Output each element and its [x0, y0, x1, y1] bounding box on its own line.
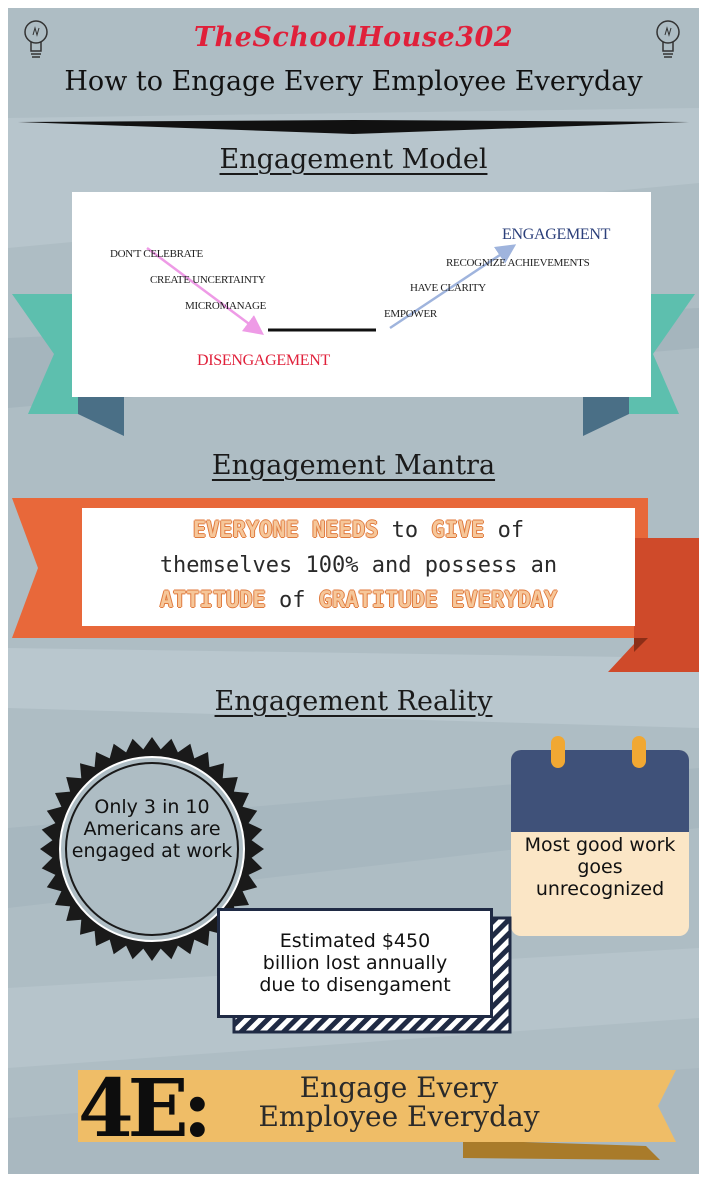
seal-fact-line: engaged at work — [71, 840, 233, 862]
model-state-engagement: ENGAGEMENT — [502, 226, 611, 243]
footer-tagline-line-1: Engage Every — [299, 1071, 499, 1104]
lightbulb-icon — [24, 20, 48, 58]
model-step-dont-celebrate: DON'T CELEBRATE — [110, 248, 203, 260]
model-step-empower: EMPOWER — [384, 308, 437, 320]
calendar-fact: Most good work goes unrecognized — [511, 834, 689, 900]
mantra-word-attitude: ATTITUDE — [159, 588, 266, 613]
engagement-model-diagram: DON'T CELEBRATE CREATE UNCERTAINTY MICRO… — [72, 192, 651, 397]
calendar-icon — [511, 750, 689, 936]
mantra-line-1: EVERYONE NEEDS to GIVE of — [82, 518, 635, 543]
calendar-fact-line: Most good work — [524, 834, 676, 856]
model-step-create-uncertainty: CREATE UNCERTAINTY — [150, 274, 266, 286]
decline-arrow — [146, 246, 265, 335]
title-divider — [18, 120, 689, 134]
engagement-mantra-heading: Engagement Mantra — [211, 450, 496, 481]
engagement-reality-heading: Engagement Reality — [214, 686, 493, 717]
brand-logo-text: TheSchoolHouse302 — [193, 22, 514, 53]
calendar-header — [511, 750, 689, 832]
mantra-word-needs: NEEDS — [312, 518, 379, 543]
calendar-fact-line: unrecognized — [535, 878, 665, 900]
engagement-model-heading: Engagement Model — [219, 144, 488, 175]
calendar-ring — [632, 736, 646, 768]
mantra-word-of: of — [279, 588, 306, 613]
mantra-word-of: of — [497, 518, 525, 543]
model-step-micromanage: MICROMANAGE — [185, 300, 267, 312]
footer-tagline-line-2: Employee Everyday — [258, 1100, 540, 1133]
mantra-card: EVERYONE NEEDS to GIVE of themselves 100… — [82, 508, 635, 626]
cost-fact-line: Estimated $450 — [279, 930, 431, 952]
model-step-recognize-achievements: RECOGNIZE ACHIEVEMENTS — [446, 257, 590, 269]
infographic-canvas: TheSchoolHouse302 How to Engage Every Em… — [8, 8, 699, 1174]
mantra-word-to: to — [391, 518, 419, 543]
cost-card — [217, 908, 493, 1018]
seal-fact-line: Americans are — [83, 818, 221, 840]
cost-fact-line: billion lost annually — [262, 952, 448, 974]
mantra-word-everyone: EVERYONE — [192, 518, 299, 543]
page-title: How to Engage Every Employee Everyday — [64, 66, 643, 97]
seal-fact-line: Only 3 in 10 — [94, 796, 210, 818]
mantra-line-3: ATTITUDE of GRATITUDE EVERYDAY — [82, 588, 635, 613]
rise-arrow — [389, 244, 517, 330]
mantra-word-gratitude: GRATITUDE — [318, 588, 438, 613]
model-arrows — [146, 244, 517, 335]
footer-acronym: 4E: — [78, 1061, 212, 1155]
cost-fact-line: due to disengament — [259, 974, 451, 996]
model-state-disengagement: DISENGAGEMENT — [197, 352, 330, 369]
footer-banner — [78, 1070, 676, 1160]
model-step-have-clarity: HAVE CLARITY — [410, 282, 486, 294]
mantra-word-everyday: EVERYDAY — [451, 588, 558, 613]
cost-fact: Estimated $450 billion lost annually due… — [217, 930, 493, 996]
calendar-ring — [551, 736, 565, 768]
mantra-line-2: themselves 100% and possess an — [159, 553, 558, 578]
seal-fact: Only 3 in 10 Americans are engaged at wo… — [48, 796, 256, 862]
seal-badge — [40, 737, 264, 961]
calendar-fact-line: goes — [577, 856, 623, 878]
lightbulb-icon — [656, 20, 680, 58]
mantra-word-give: GIVE — [431, 518, 485, 543]
